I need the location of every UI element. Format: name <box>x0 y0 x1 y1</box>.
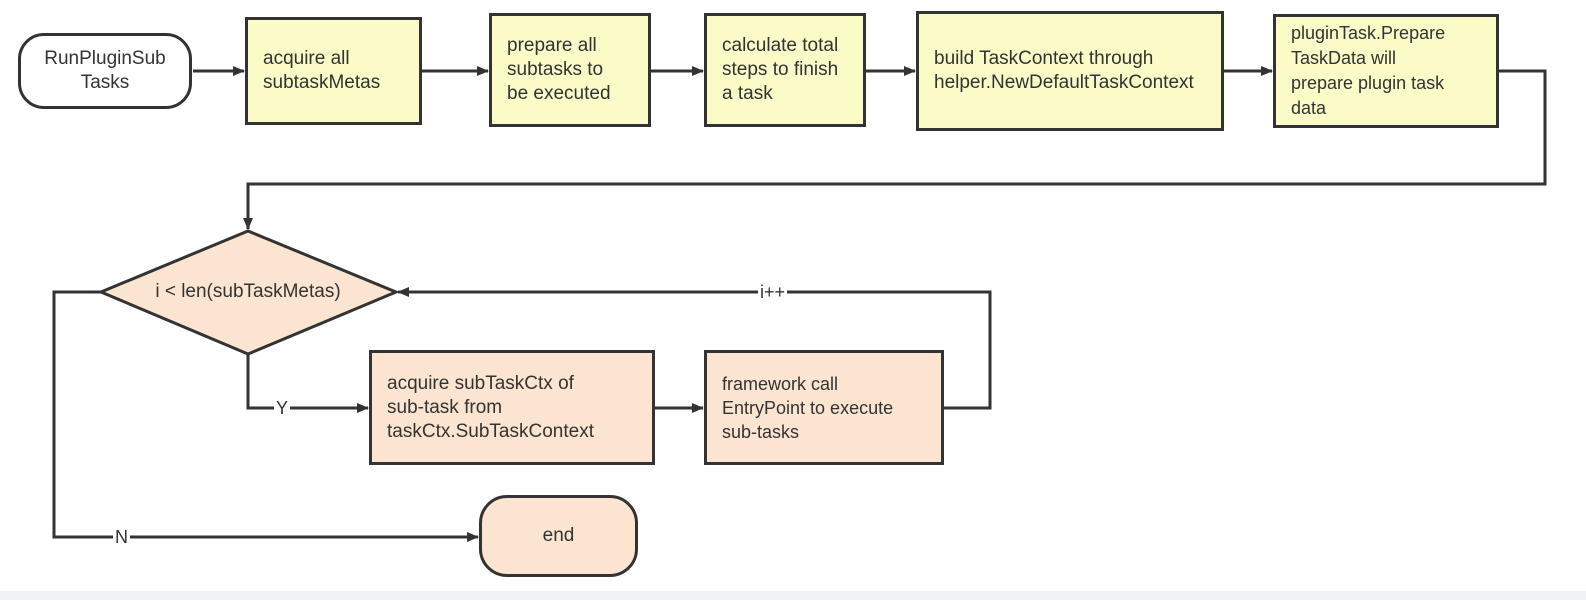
prepare-task-data-box: pluginTask.Prepare TaskData will prepare… <box>1273 14 1499 128</box>
end-terminal-label: end <box>542 525 575 546</box>
yes-edge-label: Y <box>274 398 291 418</box>
acquire-metas-label: acquire all subtaskMetas <box>263 48 381 93</box>
no-edge-label: N <box>113 527 130 547</box>
build-context-box: build TaskContext through helper.NewDefa… <box>916 11 1224 131</box>
end-terminal: end <box>479 495 638 577</box>
start-terminal-label: RunPluginSub Tasks <box>44 48 166 93</box>
loop-condition-label: i < len(subTaskMetas) <box>155 281 341 302</box>
prepare-subtasks-label: prepare all subtasks to be executed <box>507 35 611 104</box>
prepare-task-data-label: pluginTask.Prepare TaskData will prepare… <box>1291 23 1446 118</box>
loop-condition-diamond <box>97 229 400 356</box>
acquire-subtask-ctx-box: acquire subTaskCtx of sub-task from task… <box>369 350 655 465</box>
start-terminal: RunPluginSub Tasks <box>18 33 192 109</box>
framework-call-label: framework call EntryPoint to execute sub… <box>722 373 894 442</box>
prepare-subtasks-box: prepare all subtasks to be executed <box>489 13 651 127</box>
edge-prepare-data-to-condition <box>243 69 1547 230</box>
framework-call-box: framework call EntryPoint to execute sub… <box>704 350 944 465</box>
calculate-steps-label: calculate total steps to finish a task <box>722 35 839 104</box>
acquire-subtask-ctx-label: acquire subTaskCtx of sub-task from task… <box>387 372 594 442</box>
acquire-metas-box: acquire all subtaskMetas <box>245 17 422 125</box>
bottom-band <box>0 591 1586 600</box>
edge-yes-to-acquire-ctx <box>246 354 369 413</box>
edge-framework-loop-back <box>397 287 992 410</box>
increment-edge-label: i++ <box>758 282 788 302</box>
build-context-label: build TaskContext through helper.NewDefa… <box>934 48 1194 93</box>
edge-no-to-end <box>52 290 479 542</box>
calculate-steps-box: calculate total steps to finish a task <box>704 13 866 127</box>
